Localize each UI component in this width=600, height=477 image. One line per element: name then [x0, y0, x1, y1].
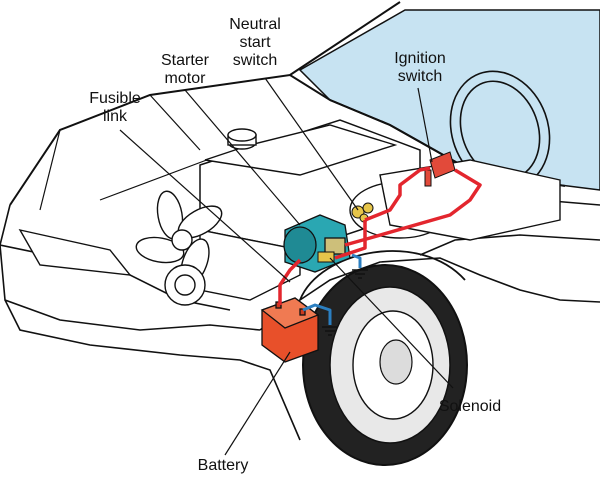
ground-symbol	[352, 269, 368, 279]
hood-crease	[39, 94, 221, 211]
label-neutral-start-switch: Neutral start switch	[210, 16, 300, 70]
label-fusible-link-line-1: Fusible	[89, 90, 141, 107]
label-starter-motor-line-1: Starter	[160, 52, 209, 69]
solenoid-body	[317, 251, 335, 263]
label-ignition-switch-line-2: switch	[397, 68, 443, 85]
label-battery: Battery	[178, 457, 268, 475]
leader-solenoid	[329, 257, 454, 389]
label-neutral-start-switch-line-2: start	[239, 34, 271, 51]
label-starter-motor: Starter motor	[140, 52, 230, 88]
label-fusible-link-line-2: link	[102, 108, 127, 125]
ground-symbol	[322, 326, 338, 336]
leader-ignition-switch	[417, 87, 433, 163]
label-solenoid: Solenoid	[420, 398, 520, 416]
leader-battery	[224, 351, 291, 456]
headlight	[18, 228, 132, 276]
oil-cap	[227, 128, 257, 150]
leader-lines	[119, 77, 454, 456]
leader-fusible-link	[119, 129, 291, 283]
label-ignition-switch: Ignition switch	[375, 50, 465, 86]
label-neutral-start-switch-line-3: switch	[232, 52, 278, 69]
ground-wiring	[302, 253, 362, 325]
leader-starter-motor	[184, 89, 301, 226]
label-starter-motor-line-2: motor	[164, 70, 206, 87]
leader-neutral-start-switch	[264, 77, 359, 211]
wheel-arch	[299, 250, 466, 301]
label-solenoid-text: Solenoid	[438, 398, 502, 415]
label-neutral-start-switch-line-1: Neutral	[229, 16, 281, 33]
body-outline	[0, 199, 600, 441]
label-fusible-link: Fusible link	[70, 90, 160, 126]
battery	[260, 297, 320, 363]
label-battery-text: Battery	[197, 457, 249, 474]
front-wheel	[302, 264, 468, 466]
label-ignition-switch-line-1: Ignition	[394, 50, 446, 67]
crank-pulley	[164, 264, 206, 306]
